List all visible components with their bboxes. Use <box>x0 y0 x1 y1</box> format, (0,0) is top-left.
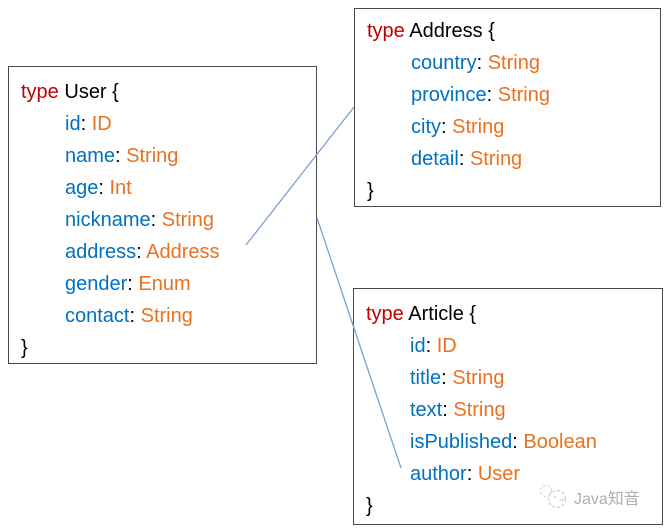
field-type: Address <box>146 241 220 263</box>
field-colon: : <box>80 113 92 135</box>
field-type: ID <box>91 113 112 135</box>
field-row: contact: String <box>65 300 316 332</box>
field-colon: : <box>441 116 453 138</box>
field-row: id: ID <box>410 330 662 362</box>
type-header: type Article { <box>354 298 662 330</box>
type-header: type User { <box>9 76 316 108</box>
field-row: city: String <box>411 111 660 143</box>
field-name: nickname <box>65 209 151 231</box>
field-row: text: String <box>410 394 662 426</box>
field-type: User <box>477 463 521 485</box>
javazhiyin-logo-icon <box>539 484 567 509</box>
field-row: detail: String <box>411 143 660 175</box>
close-brace: } <box>366 495 373 517</box>
field-colon: : <box>442 399 454 421</box>
field-row: author: User <box>410 458 662 490</box>
field-row: country: String <box>411 47 660 79</box>
close-brace: } <box>367 180 374 202</box>
field-row: isPublished: Boolean <box>410 426 662 458</box>
type-keyword: type <box>366 303 404 325</box>
watermark-text: Java知音 <box>574 491 640 508</box>
watermark: Java知音 <box>538 483 640 511</box>
field-name: city <box>411 116 441 138</box>
field-name: name <box>65 145 116 167</box>
field-name: id <box>65 113 81 135</box>
field-colon: : <box>150 209 162 231</box>
field-type: String <box>497 84 550 106</box>
field-type: ID <box>436 335 457 357</box>
field-name: age <box>65 177 99 199</box>
field-type: String <box>126 145 179 167</box>
field-name: detail <box>411 148 459 170</box>
field-colon: : <box>466 463 478 485</box>
type-name: User { <box>58 81 119 103</box>
type-name: Address { <box>404 20 495 42</box>
field-row: name: String <box>65 140 316 172</box>
field-colon: : <box>98 177 110 199</box>
field-type: Int <box>109 177 132 199</box>
field-name: title <box>410 367 442 389</box>
close-brace: } <box>21 337 28 359</box>
field-name: isPublished <box>410 431 513 453</box>
field-colon: : <box>129 305 141 327</box>
field-name: author <box>410 463 467 485</box>
field-type: String <box>452 367 505 389</box>
field-type: String <box>452 116 505 138</box>
field-name: id <box>410 335 426 357</box>
field-type: String <box>487 52 540 74</box>
field-colon: : <box>512 431 524 453</box>
field-type: String <box>453 399 506 421</box>
field-colon: : <box>476 52 488 74</box>
field-colon: : <box>136 241 147 263</box>
field-type: Boolean <box>523 431 597 453</box>
type-keyword: type <box>367 20 405 42</box>
field-type: Enum <box>138 273 191 295</box>
field-name: gender <box>65 273 128 295</box>
field-colon: : <box>486 84 498 106</box>
type-header: type Address { <box>355 15 660 47</box>
field-colon: : <box>127 273 139 295</box>
type-name: Article { <box>403 303 477 325</box>
field-colon: : <box>425 335 437 357</box>
field-row: province: String <box>411 79 660 111</box>
type-keyword: type <box>21 81 59 103</box>
field-row: age: Int <box>65 172 316 204</box>
field-name: country <box>411 52 477 74</box>
field-name: province <box>411 84 487 106</box>
field-name: text <box>410 399 443 421</box>
field-type: String <box>140 305 193 327</box>
field-name: contact <box>65 305 130 327</box>
field-row: title: String <box>410 362 662 394</box>
field-row: address: Address <box>65 236 316 268</box>
field-colon: : <box>458 148 470 170</box>
field-row: gender: Enum <box>65 268 316 300</box>
field-name: address <box>65 241 137 263</box>
field-colon: : <box>115 145 127 167</box>
field-type: String <box>469 148 523 170</box>
field-colon: : <box>441 367 453 389</box>
field-row: nickname: String <box>65 204 316 236</box>
field-row: id: ID <box>65 108 316 140</box>
field-type: String <box>161 209 214 231</box>
